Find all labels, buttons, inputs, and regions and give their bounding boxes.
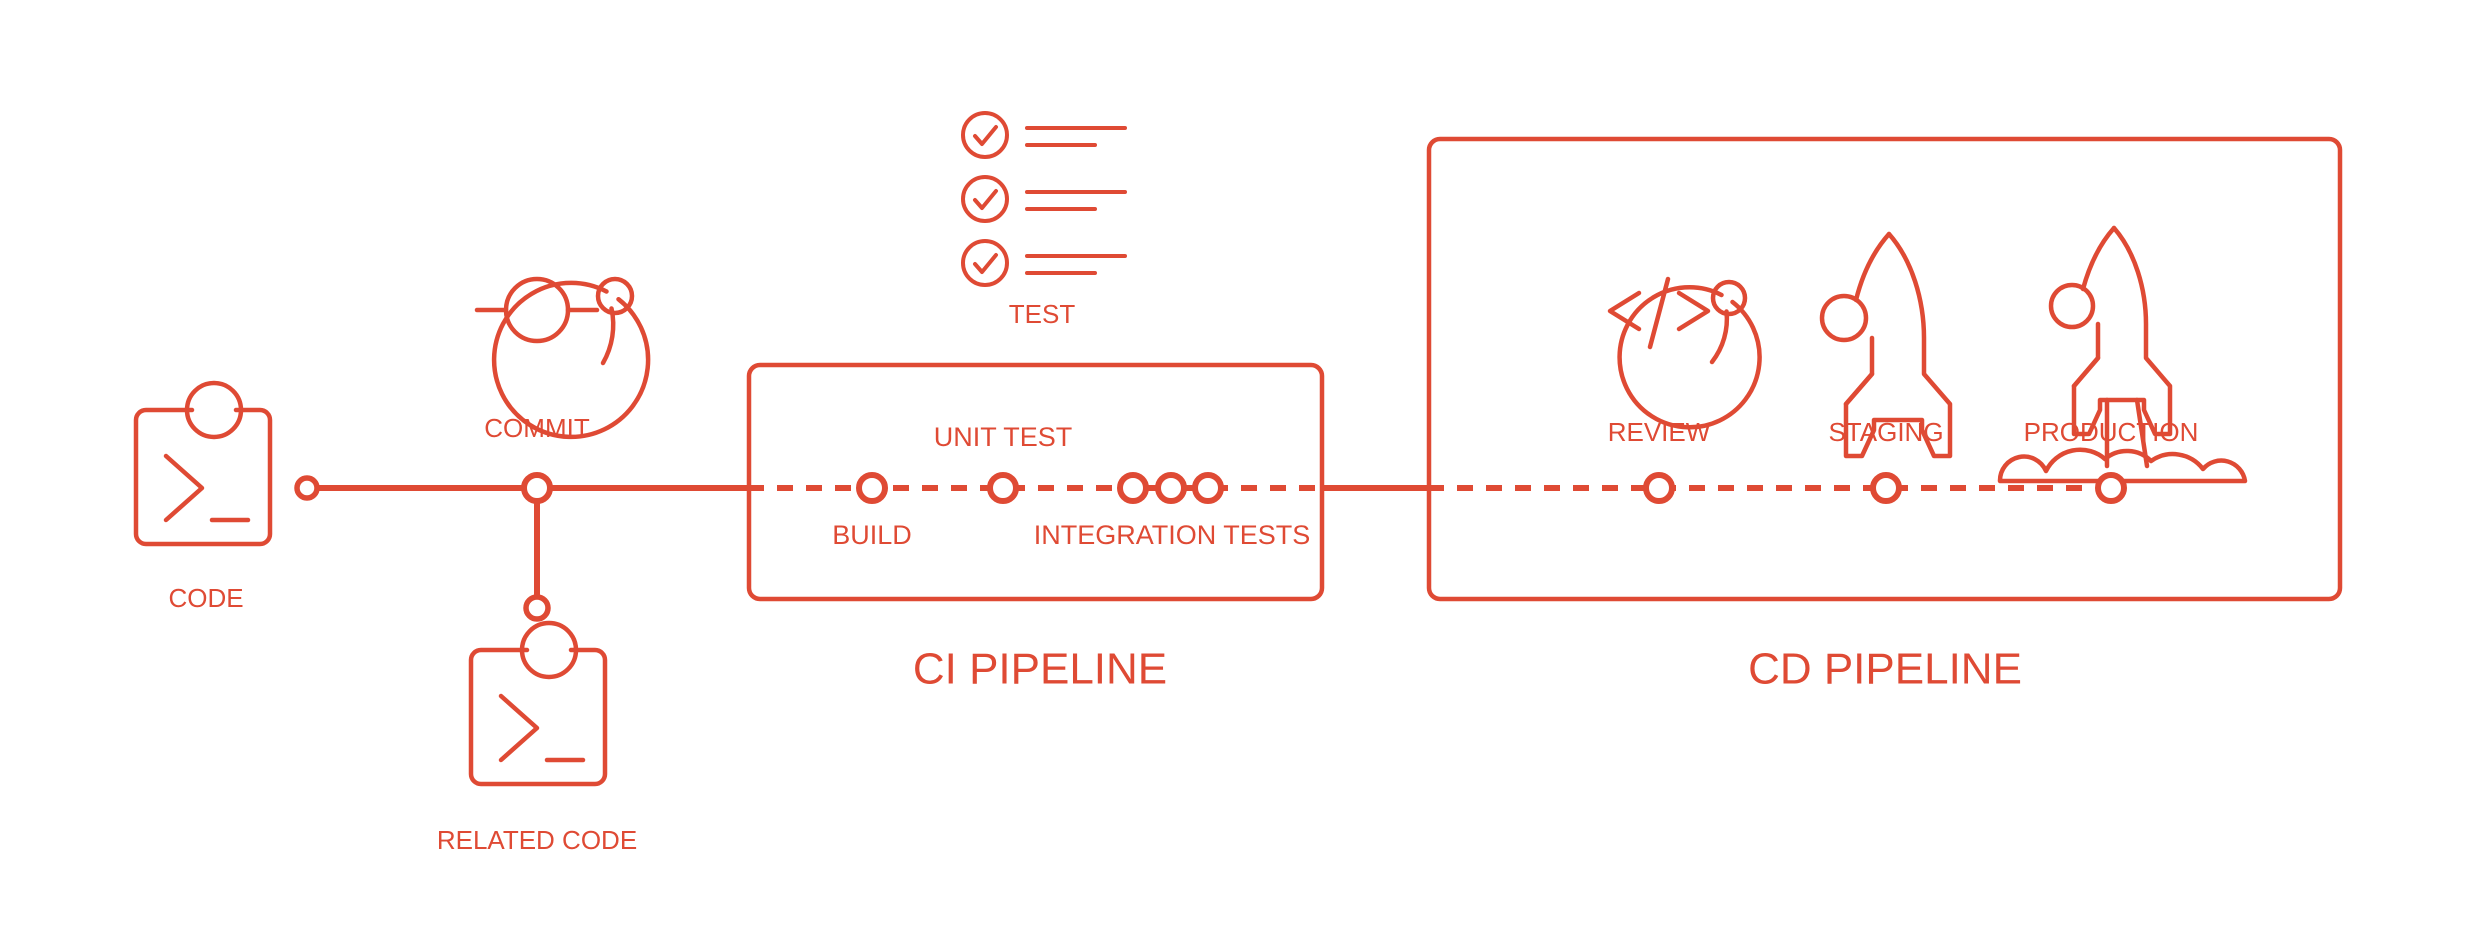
code-card-outline bbox=[133, 407, 273, 547]
review-outer-ring-arc2 bbox=[1709, 309, 1730, 365]
node-dot-production[interactable] bbox=[2095, 472, 2127, 504]
code-brackets-circle-icon[interactable] bbox=[1607, 276, 1762, 430]
terminal-code-icon[interactable] bbox=[133, 380, 273, 547]
rocket-launch-icon[interactable] bbox=[1997, 225, 2248, 484]
checklist-icon[interactable] bbox=[961, 111, 1127, 287]
node-dot-integration-2[interactable] bbox=[1155, 472, 1187, 504]
review-label: REVIEW bbox=[1608, 417, 1711, 447]
related-code-card-outline bbox=[468, 647, 608, 787]
checklist-check-circle-2 bbox=[961, 175, 1009, 223]
node-dot-integration-1[interactable] bbox=[1117, 472, 1149, 504]
node-dot-staging[interactable] bbox=[1870, 472, 1902, 504]
node-dot-start[interactable] bbox=[294, 475, 320, 501]
rocket-icon[interactable] bbox=[1819, 231, 1953, 459]
cd-pipeline-title: CD PIPELINE bbox=[1748, 645, 2022, 694]
unit-test-label: UNIT TEST bbox=[934, 422, 1073, 452]
build-label: BUILD bbox=[832, 520, 912, 550]
code-prompt-chevron bbox=[163, 453, 205, 523]
node-dot-review[interactable] bbox=[1643, 472, 1675, 504]
production-rocket-body bbox=[2071, 225, 2173, 437]
staging-rocket-porthole-circle bbox=[1819, 293, 1869, 343]
related-code-label: RELATED CODE bbox=[437, 825, 637, 855]
node-dot-commit[interactable] bbox=[521, 472, 553, 504]
rail-node-dots bbox=[294, 472, 2127, 622]
production-smoke-cloud bbox=[1997, 447, 2248, 484]
node-dot-integration-3[interactable] bbox=[1192, 472, 1224, 504]
integration-tests-label: INTEGRATION TESTS bbox=[1034, 520, 1311, 550]
node-dot-unit-test[interactable] bbox=[987, 472, 1019, 504]
node-dot-build[interactable] bbox=[856, 472, 888, 504]
related-code-badge-circle bbox=[519, 620, 579, 680]
checklist-check-circle-1 bbox=[961, 111, 1009, 159]
ci-pipeline-box[interactable] bbox=[746, 362, 1325, 602]
cd-pipeline-frame bbox=[1426, 136, 2343, 602]
node-dot-related-code[interactable] bbox=[523, 594, 551, 622]
staging-rocket-fin-edge bbox=[1843, 371, 1875, 407]
code-badge-circle bbox=[184, 380, 244, 440]
production-label: PRODUCTION bbox=[2024, 417, 2199, 447]
checklist-check-circle-3 bbox=[961, 239, 1009, 287]
test-label: TEST bbox=[1009, 299, 1076, 329]
review-slash bbox=[1647, 276, 1671, 350]
ci-pipeline-frame bbox=[746, 362, 1325, 602]
production-rocket-fin-edge bbox=[2071, 355, 2101, 389]
commit-orbit-icon[interactable] bbox=[474, 276, 651, 440]
production-rocket-nose-left bbox=[2080, 225, 2117, 292]
checklist-checkmark-1 bbox=[973, 125, 998, 146]
staging-rocket-nose-left bbox=[1853, 231, 1892, 303]
related-code-icon[interactable] bbox=[468, 620, 608, 787]
related-code-prompt-chevron bbox=[498, 693, 540, 763]
commit-outer-ring bbox=[491, 280, 651, 440]
code-label: CODE bbox=[168, 583, 243, 613]
staging-label: STAGING bbox=[1828, 417, 1943, 447]
commit-satellite-circle bbox=[595, 276, 635, 316]
review-bracket-left bbox=[1607, 290, 1642, 332]
ci-pipeline-title: CI PIPELINE bbox=[913, 645, 1167, 694]
checklist-checkmark-3 bbox=[973, 253, 998, 274]
checklist-checkmark-2 bbox=[973, 189, 998, 210]
staging-rocket-body bbox=[1843, 231, 1953, 459]
production-rocket-porthole-circle bbox=[2048, 282, 2096, 330]
commit-outer-ring-arc2 bbox=[600, 306, 616, 366]
review-satellite-circle bbox=[1710, 279, 1748, 317]
review-bracket-right bbox=[1676, 290, 1711, 332]
cd-pipeline-box[interactable] bbox=[1426, 136, 2343, 602]
commit-label: COMMIT bbox=[484, 413, 590, 443]
review-outer-ring bbox=[1617, 285, 1762, 430]
